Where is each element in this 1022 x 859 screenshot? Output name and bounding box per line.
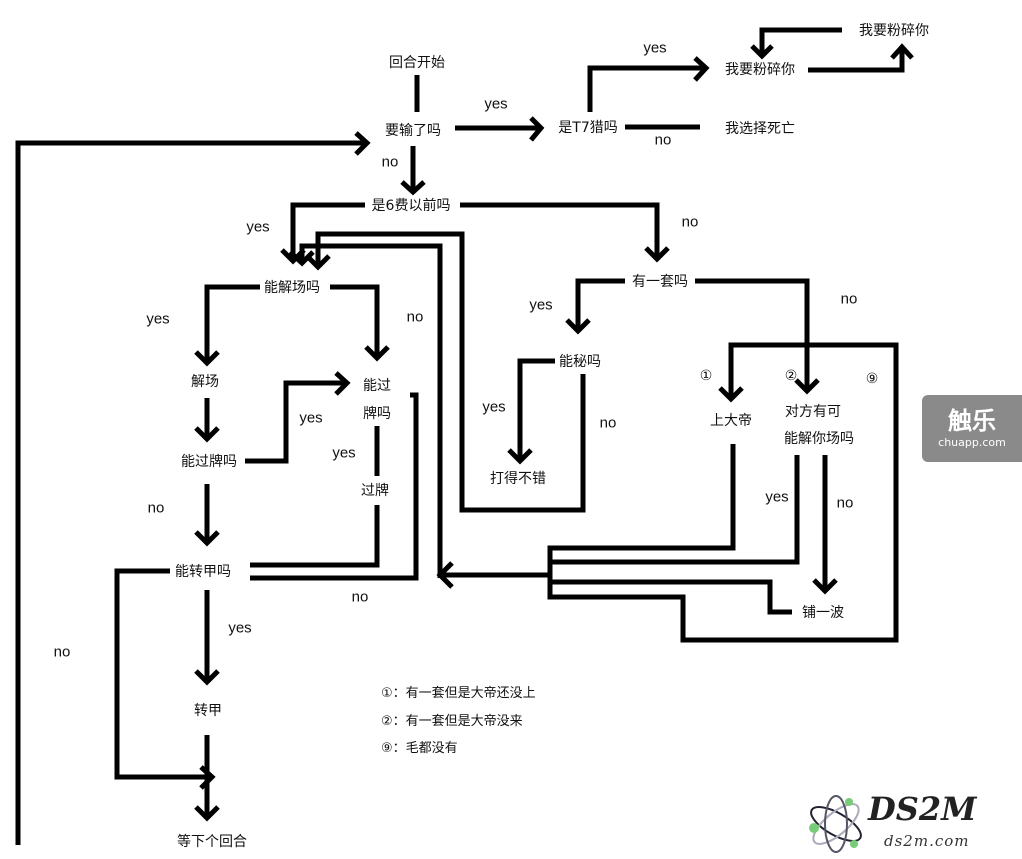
edge-label-yes: yes [765, 488, 789, 506]
atom-logo-icon [809, 795, 862, 853]
edge-label-yes: yes [484, 95, 508, 113]
node-clear: 解场 [191, 374, 219, 390]
node-draw: 过牌 [361, 483, 389, 499]
node-smash-2: 我要粉碎你 [859, 23, 929, 39]
chuapp-url: chuapp.com [938, 436, 1006, 449]
legend-item: ⑨：毛都没有 [381, 741, 458, 756]
node-opp-clear-line2: 能解你场吗 [784, 431, 854, 447]
node-can-clear: 能解场吗 [264, 280, 320, 296]
node-have-combo: 有一套吗 [632, 274, 688, 290]
edge-label-no: no [381, 153, 399, 171]
ds2m-logo-text: DS2M [868, 790, 977, 828]
node-next-round: 等下个回合 [177, 834, 247, 850]
edge-label-no: no [351, 588, 369, 606]
node-death: 我选择死亡 [725, 121, 795, 137]
edge-label-no: no [406, 308, 424, 326]
edge-label-no: no [53, 643, 71, 661]
ds2m-url: ds2m.com [884, 832, 970, 850]
legend-item: ①：有一套但是大帝还没上 [381, 686, 536, 701]
chuapp-watermark: 触乐 chuapp.com [922, 395, 1022, 462]
node-can-draw-2: 能过牌吗 [181, 454, 237, 470]
edge-label-yes: yes [643, 39, 667, 57]
edge-label-no: no [836, 494, 854, 512]
node-can-draw-line1: 能过 [363, 378, 391, 394]
edge-label-no: no [840, 290, 858, 308]
case-2-marker: ② [784, 368, 798, 384]
node-opp-clear-line1: 对方有可 [785, 404, 841, 420]
node-before-6: 是6费以前吗 [371, 198, 451, 214]
chuapp-logo-text: 触乐 [948, 407, 996, 435]
edge-label-yes: yes [228, 619, 252, 637]
node-flood: 铺一波 [802, 605, 844, 621]
node-round-start: 回合开始 [389, 55, 445, 71]
edge-label-yes: yes [482, 398, 506, 416]
node-smash-1: 我要粉碎你 [725, 62, 795, 78]
edge-label-yes: yes [246, 218, 270, 236]
node-can-draw-line2: 牌吗 [363, 406, 391, 422]
node-armor: 转甲 [194, 703, 222, 719]
node-is-t7: 是T7猎吗 [558, 120, 618, 136]
edge-label-yes: yes [146, 310, 170, 328]
case-1-marker: ① [699, 368, 713, 384]
edge-label-no: no [681, 213, 699, 231]
node-can-otk: 能秘吗 [559, 354, 601, 370]
ds2m-watermark: DS2M ds2m.com [800, 790, 1022, 859]
edge-label-yes: yes [529, 296, 553, 314]
node-well-played: 打得不错 [490, 471, 546, 487]
edge-label-no: no [147, 499, 165, 517]
legend-item: ②：有一套但是大帝没来 [381, 714, 523, 729]
node-can-armor: 能转甲吗 [175, 564, 231, 580]
edge-label-yes: yes [299, 409, 323, 427]
edge-label-no: no [654, 131, 672, 149]
node-emperor: 上大帝 [710, 413, 752, 429]
edge-label-yes: yes [332, 444, 356, 462]
node-losing: 要输了吗 [385, 123, 441, 139]
case-9-marker: ⑨ [865, 371, 879, 387]
edge-label-no: no [599, 414, 617, 432]
